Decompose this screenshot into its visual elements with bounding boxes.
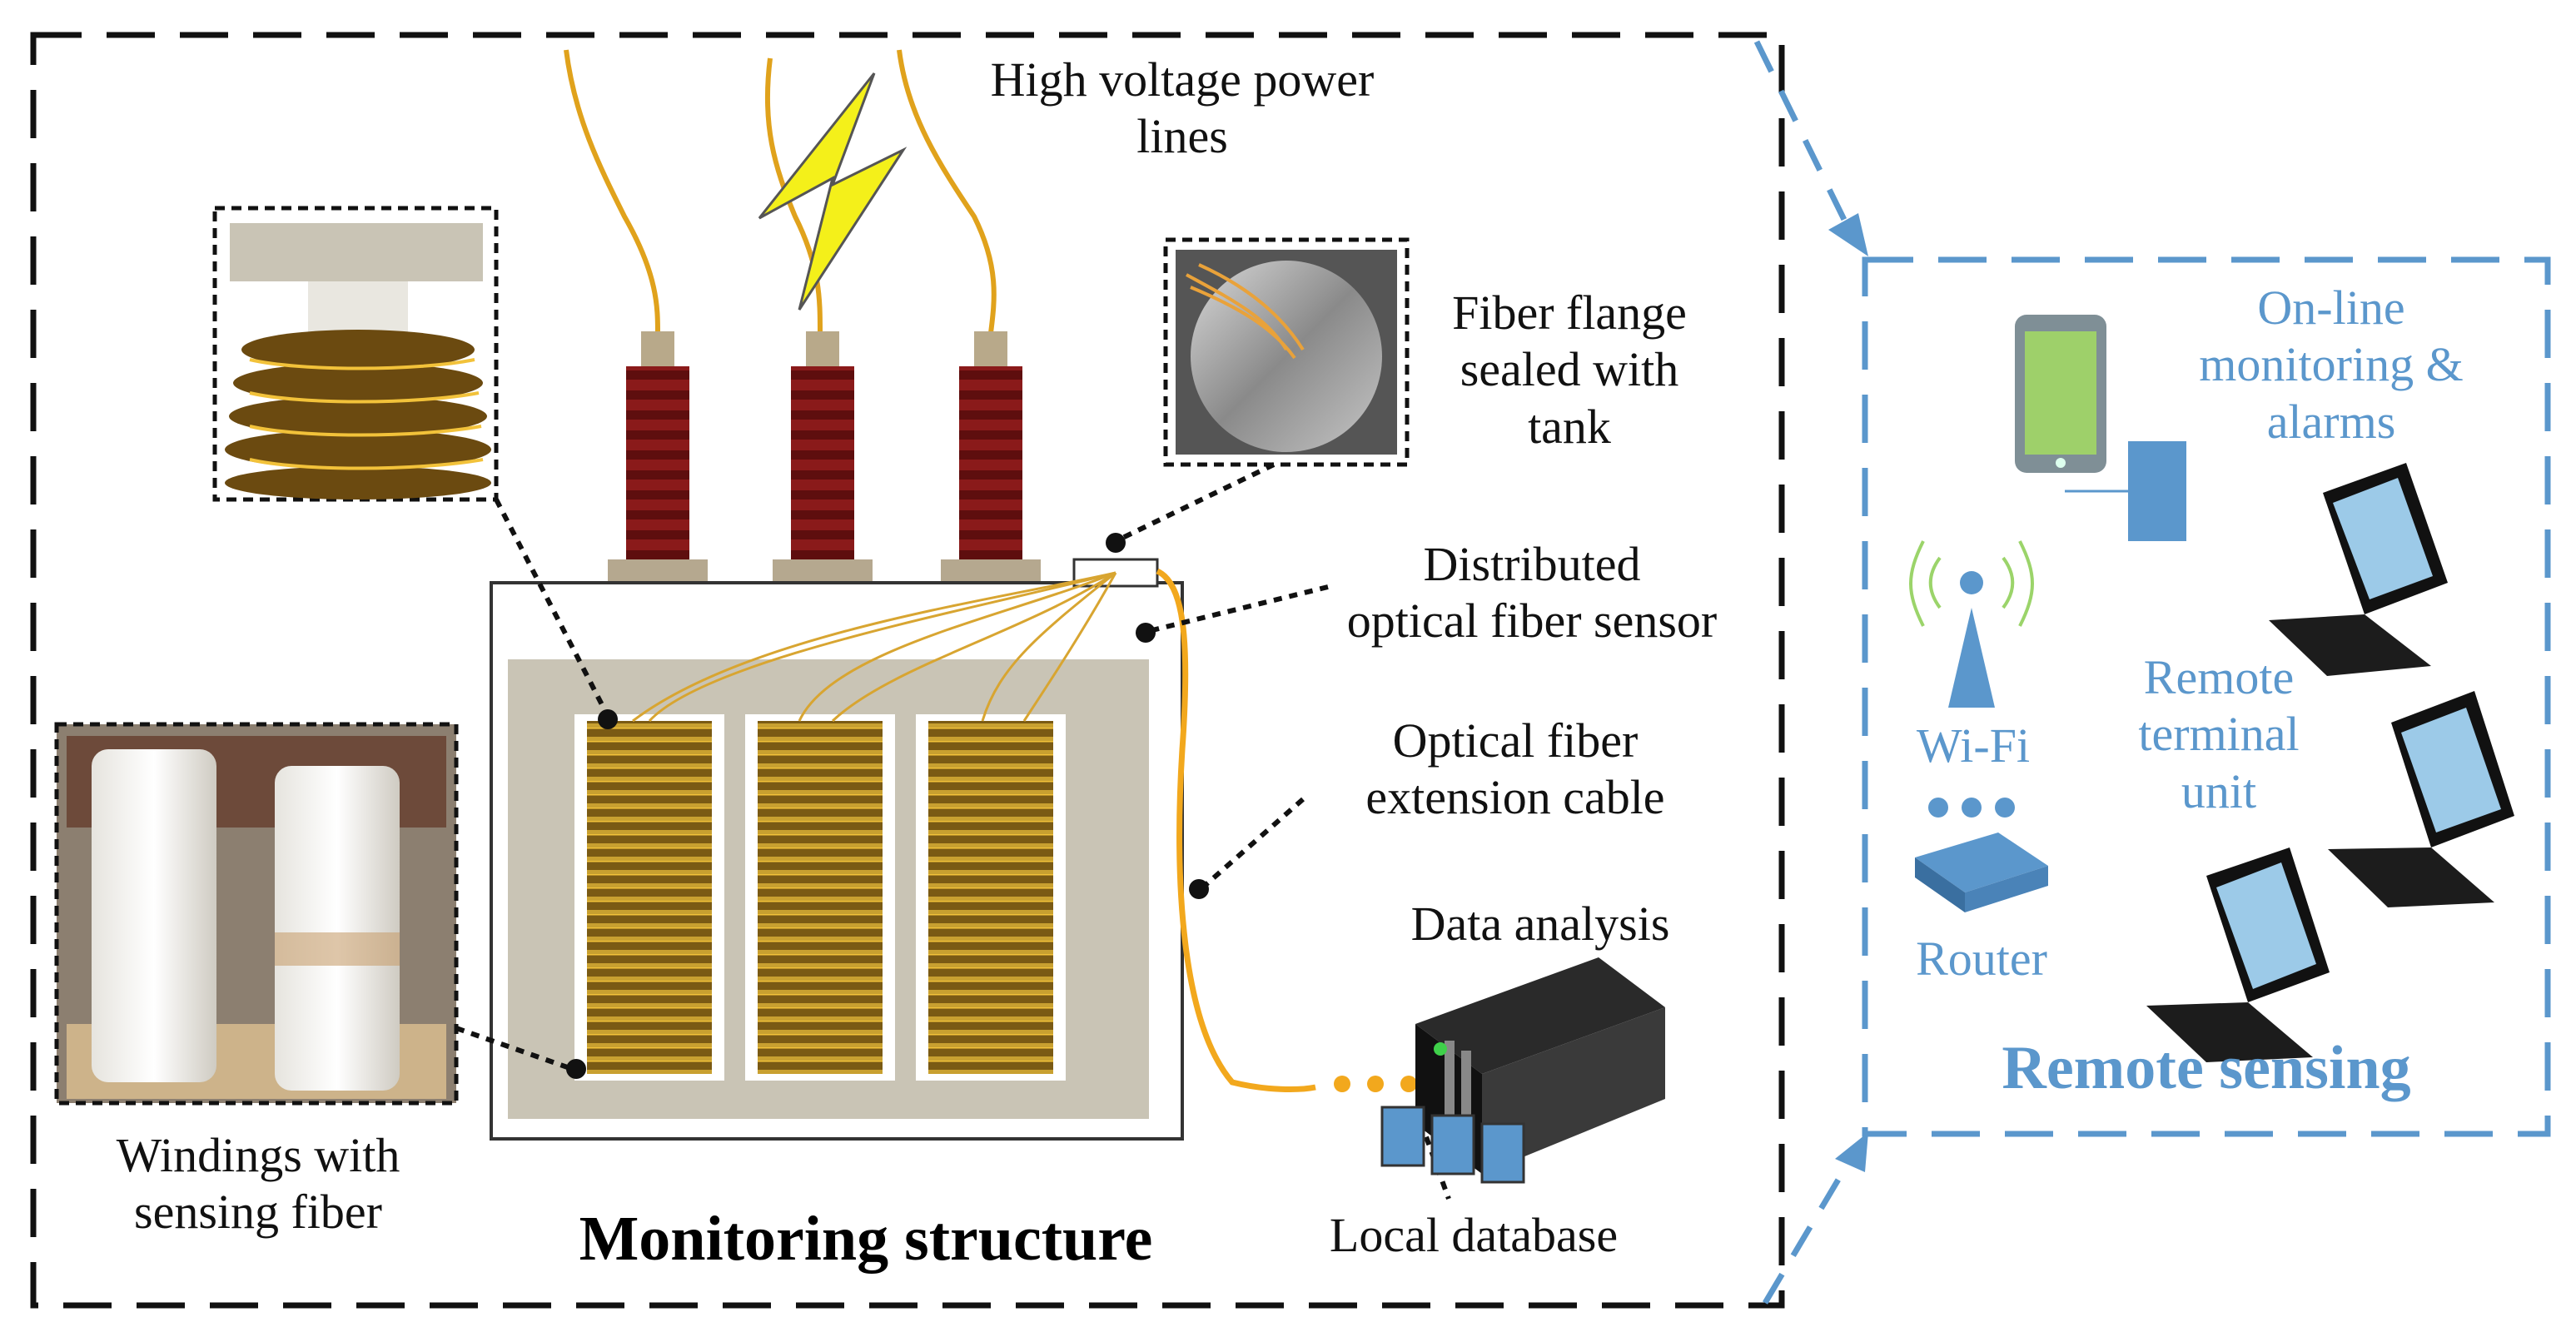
local-database-label: Local database	[1274, 1207, 1673, 1264]
dist-label-line1: Distributed	[1423, 537, 1641, 591]
lightning-icon	[758, 72, 908, 311]
internal-fibers	[632, 571, 1117, 723]
rtu-label: Remote terminal unit	[2090, 649, 2348, 820]
link-arrows	[1753, 40, 1850, 1305]
laptop-icon-3	[2146, 847, 2330, 1062]
laptop-icon-1	[2269, 463, 2448, 676]
rtu-label-line3: unit	[2181, 763, 2257, 818]
wifi-tower-icon	[1909, 540, 2034, 708]
pc-tower-icon	[2065, 441, 2186, 541]
windings-photo-inset	[54, 722, 459, 1106]
rtu-label-line1: Remote	[2143, 650, 2295, 704]
leader-dots	[566, 533, 1209, 1079]
flange-label-line2: sealed with	[1460, 342, 1679, 397]
winding-inset	[212, 206, 499, 502]
data-analysis-text: Data analysis	[1410, 897, 1670, 951]
laptop-icon-2	[2328, 691, 2514, 907]
database-icon	[1380, 1106, 1525, 1184]
dist-label-line2: optical fiber sensor	[1346, 594, 1718, 649]
windings-label-line2: sensing fiber	[134, 1185, 382, 1240]
wifi-dots	[1928, 798, 2015, 818]
online-monitoring-label: On-line monitoring & alarms	[2156, 280, 2506, 450]
ext-label-line2: extension cable	[1365, 770, 1665, 825]
windings-label-line1: Windings with	[116, 1128, 400, 1182]
router-icon	[1915, 832, 2048, 912]
ext-label-line1: Optical fiber	[1392, 713, 1639, 768]
windings-label: Windings with sensing fiber	[33, 1127, 483, 1241]
fiber-flange-inset	[1163, 237, 1410, 467]
flange-label-line3: tank	[1528, 399, 1611, 454]
online-label-line2: monitoring &	[2199, 337, 2464, 392]
monitoring-frame	[30, 32, 1785, 1309]
data-analysis-label: Data analysis	[1349, 896, 1732, 952]
arrow-heads	[1828, 213, 1868, 1172]
router-label: Router	[1916, 932, 2047, 986]
wifi-label: Wi-Fi	[1916, 718, 2031, 773]
remote-frame	[1862, 256, 2551, 1137]
fiber-flange-label: Fiber flange sealed with tank	[1407, 285, 1732, 455]
hv-lines	[564, 49, 997, 334]
distributed-sensor-label: Distributed optical fiber sensor	[1299, 536, 1765, 650]
hv-lines-label: High voltage power lines	[924, 52, 1440, 166]
online-label-line1: On-line	[2257, 281, 2405, 335]
remote-sensing-title: Remote sensing	[2002, 1034, 2411, 1102]
bushings	[608, 331, 1041, 583]
online-label-line3: alarms	[2266, 394, 2396, 449]
flange-label-line1: Fiber flange	[1452, 286, 1687, 340]
windings	[587, 721, 1053, 1074]
hv-label-line1: High voltage power	[990, 52, 1375, 107]
phone-icon	[2015, 315, 2106, 473]
monitoring-title: Monitoring structure	[579, 1204, 1153, 1274]
rtu-label-line2: terminal	[2138, 707, 2300, 762]
local-database-text: Local database	[1329, 1208, 1619, 1262]
hv-label-line2: lines	[1136, 109, 1228, 164]
extension-cable-label: Optical fiber extension cable	[1324, 713, 1707, 827]
